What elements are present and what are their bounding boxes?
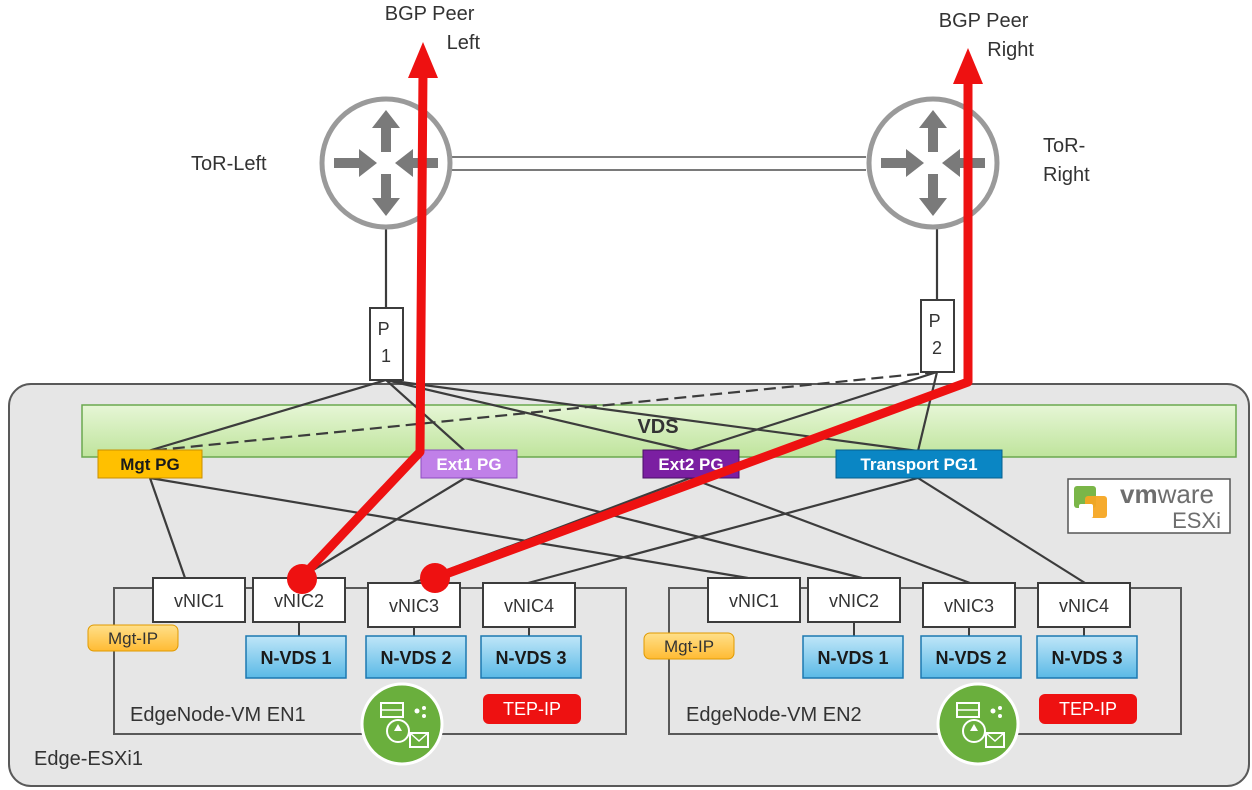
svg-text:Mgt-IP: Mgt-IP — [664, 637, 714, 656]
svg-text:P 2: P 2 — [929, 311, 946, 358]
svg-text:vNIC3: vNIC3 — [944, 596, 994, 616]
svg-text:Transport PG1: Transport PG1 — [860, 455, 977, 474]
nvds-connectors — [298, 622, 1085, 636]
svg-text:Ext2 PG: Ext2 PG — [658, 455, 723, 474]
svg-text:TEP-IP: TEP-IP — [503, 699, 561, 719]
svg-text:P 1: P 1 — [378, 319, 395, 366]
tor-left-label: ToR-Left — [191, 153, 267, 175]
port-group-transport[interactable]: Transport PG1 — [835, 449, 1003, 479]
en1-tep-ip-badge: TEP-IP — [483, 694, 581, 724]
arrow-up-icon — [372, 110, 400, 152]
en1-nvds2[interactable]: N-VDS 2 — [365, 635, 467, 679]
uplink-wiring — [147, 228, 939, 453]
svg-text:ESXi: ESXi — [1172, 508, 1221, 533]
bgp-paths — [287, 42, 983, 594]
svg-text:Mgt PG: Mgt PG — [120, 455, 180, 474]
svg-text:vNIC1: vNIC1 — [729, 591, 779, 611]
pnic-p1[interactable]: P 1 — [369, 307, 404, 381]
svg-text:Ext1 PG: Ext1 PG — [436, 455, 501, 474]
svg-text:N-VDS 3: N-VDS 3 — [1051, 648, 1122, 668]
svg-text:Mgt-IP: Mgt-IP — [108, 629, 158, 648]
host-label: Edge-ESXi1 — [34, 748, 143, 770]
bgp-peer-left-label: BGP Peer Left — [385, 3, 481, 54]
bgp-endpoint-vnic3 — [420, 563, 450, 593]
svg-text:N-VDS 1: N-VDS 1 — [260, 648, 331, 668]
en2-nvds3[interactable]: N-VDS 3 — [1036, 635, 1138, 679]
arrow-right-icon — [881, 149, 924, 177]
en1-vnics: vNIC1 vNIC2 vNIC3 vNIC4 — [152, 577, 576, 628]
svg-text:N-VDS 1: N-VDS 1 — [817, 648, 888, 668]
bgp-arrow-right-icon — [953, 48, 983, 84]
svg-text:TEP-IP: TEP-IP — [1059, 699, 1117, 719]
en2-vnic1[interactable]: vNIC1 — [707, 577, 801, 623]
en2-vnic4[interactable]: vNIC4 — [1037, 582, 1131, 628]
vmware-esxi-logo: vmware ESXi — [1067, 478, 1231, 534]
bgp-endpoint-vnic2 — [287, 564, 317, 594]
vds-label: VDS — [637, 416, 678, 438]
port-group-mgt[interactable]: Mgt PG — [97, 449, 203, 479]
svg-text:vNIC2: vNIC2 — [829, 591, 879, 611]
svg-text:N-VDS 3: N-VDS 3 — [495, 648, 566, 668]
en1-nvds3[interactable]: N-VDS 3 — [480, 635, 582, 679]
en1-edge-icon — [360, 682, 444, 766]
svg-text:vNIC4: vNIC4 — [1059, 596, 1109, 616]
en1-vnic2[interactable]: vNIC2 — [252, 577, 346, 623]
bgp-path-right — [433, 80, 973, 583]
en1-vnic3[interactable]: vNIC3 — [367, 582, 461, 628]
arrow-up-icon — [919, 110, 947, 152]
arrow-left-icon — [395, 149, 438, 177]
arrow-down-icon — [372, 174, 400, 216]
port-group-ext1[interactable]: Ext1 PG — [420, 449, 518, 479]
svg-text:vNIC4: vNIC4 — [504, 596, 554, 616]
en1-mgt-ip-badge: Mgt-IP — [87, 624, 179, 652]
vsphere-icon — [1074, 486, 1107, 518]
svg-text:N-VDS 2: N-VDS 2 — [935, 648, 1006, 668]
en1-vnic4[interactable]: vNIC4 — [482, 582, 576, 628]
tor-left-router[interactable] — [319, 96, 453, 230]
svg-text:vNIC3: vNIC3 — [389, 596, 439, 616]
bgp-peer-right-label: BGP Peer Right — [939, 10, 1035, 61]
pnic-p2[interactable]: P 2 — [920, 299, 955, 373]
en2-mgt-ip-badge: Mgt-IP — [643, 632, 735, 660]
svg-text:vNIC1: vNIC1 — [174, 591, 224, 611]
en2-nvds2[interactable]: N-VDS 2 — [920, 635, 1022, 679]
en2-tep-ip-badge: TEP-IP — [1039, 694, 1137, 724]
tor-right-label: ToR- Right — [1043, 135, 1091, 186]
edge-esxi-host — [8, 383, 1250, 787]
tor-right-router[interactable] — [866, 96, 1000, 230]
svg-text:N-VDS 2: N-VDS 2 — [380, 648, 451, 668]
en2-edge-icon — [936, 682, 1020, 766]
svg-text:vNIC2: vNIC2 — [274, 591, 324, 611]
bgp-arrow-left-icon — [408, 42, 438, 78]
en1-title: EdgeNode-VM EN1 — [130, 704, 306, 726]
en2-vnic3[interactable]: vNIC3 — [922, 582, 1016, 628]
tor-interconnect — [452, 156, 866, 171]
en2-nvds1[interactable]: N-VDS 1 — [802, 635, 904, 679]
en2-title: EdgeNode-VM EN2 — [686, 704, 862, 726]
arrow-right-icon — [334, 149, 377, 177]
svg-text:vmware: vmware — [1120, 479, 1214, 509]
en1-nvds1[interactable]: N-VDS 1 — [245, 635, 347, 679]
arrow-down-icon — [919, 174, 947, 216]
en1-vnic1[interactable]: vNIC1 — [152, 577, 246, 623]
en2-vnic2[interactable]: vNIC2 — [807, 577, 901, 623]
bgp-path-left — [297, 71, 428, 582]
